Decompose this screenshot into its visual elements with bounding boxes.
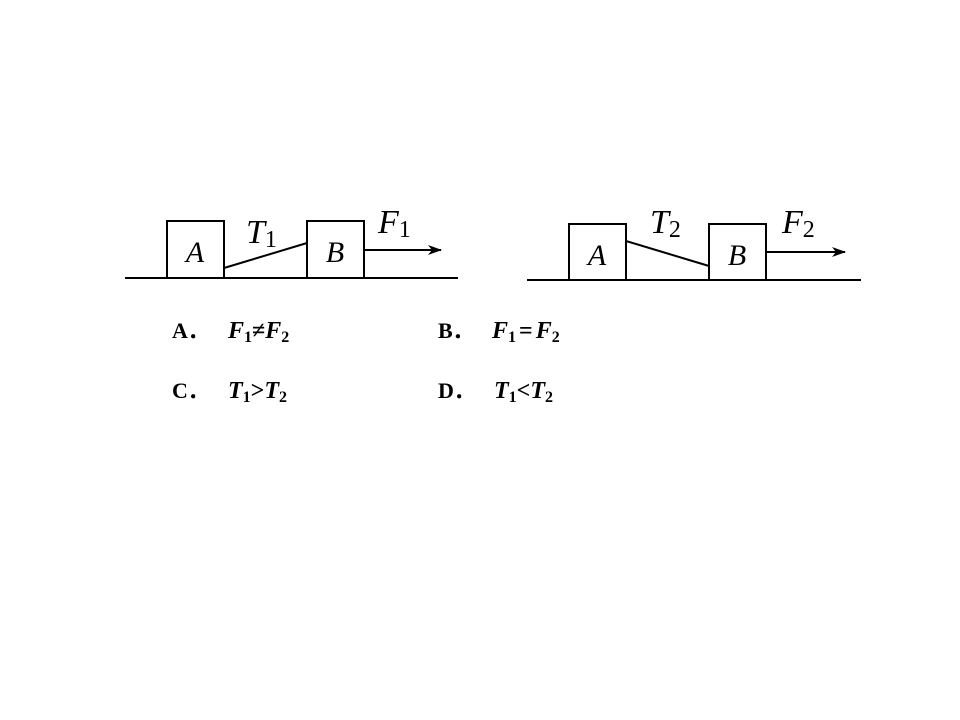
option-a-expression: F1≠F2	[227, 318, 289, 346]
left-block-a	[166, 220, 225, 279]
right-block-a	[568, 223, 627, 281]
left-diagram: A B T1 F1	[125, 204, 458, 279]
option-b-letter: B．	[438, 318, 475, 343]
right-block-b-label: B	[728, 239, 746, 272]
right-tension-label: T2	[650, 204, 681, 243]
right-block-b	[708, 223, 767, 281]
left-block-a-label: A	[184, 236, 205, 269]
option-c[interactable]: C． T1>T2	[172, 378, 287, 406]
left-block-b	[306, 220, 365, 279]
option-c-expression: T1>T2	[228, 378, 287, 406]
option-d[interactable]: D． T1<T2	[438, 378, 553, 406]
option-d-expression: T1<T2	[494, 378, 553, 406]
option-c-letter: C．	[172, 378, 210, 403]
option-a-letter: A．	[172, 318, 210, 343]
option-a[interactable]: A． F1≠F2	[172, 318, 289, 346]
left-block-b-label: B	[326, 236, 344, 269]
left-rope	[223, 242, 308, 269]
option-d-letter: D．	[438, 378, 476, 403]
left-tension-label: T1	[246, 214, 277, 253]
left-force-label: F1	[377, 204, 411, 243]
option-b[interactable]: B． F1=F2	[438, 318, 560, 346]
right-force-label: F2	[781, 204, 815, 243]
right-block-a-label: A	[586, 239, 607, 272]
right-diagram: A B T2 F2	[527, 204, 861, 281]
answer-options: A． F1≠F2 B． F1=F2 C． T1>T2 D． T1<T2	[172, 318, 560, 406]
right-rope	[625, 240, 710, 267]
option-b-expression: F1=F2	[491, 318, 560, 346]
